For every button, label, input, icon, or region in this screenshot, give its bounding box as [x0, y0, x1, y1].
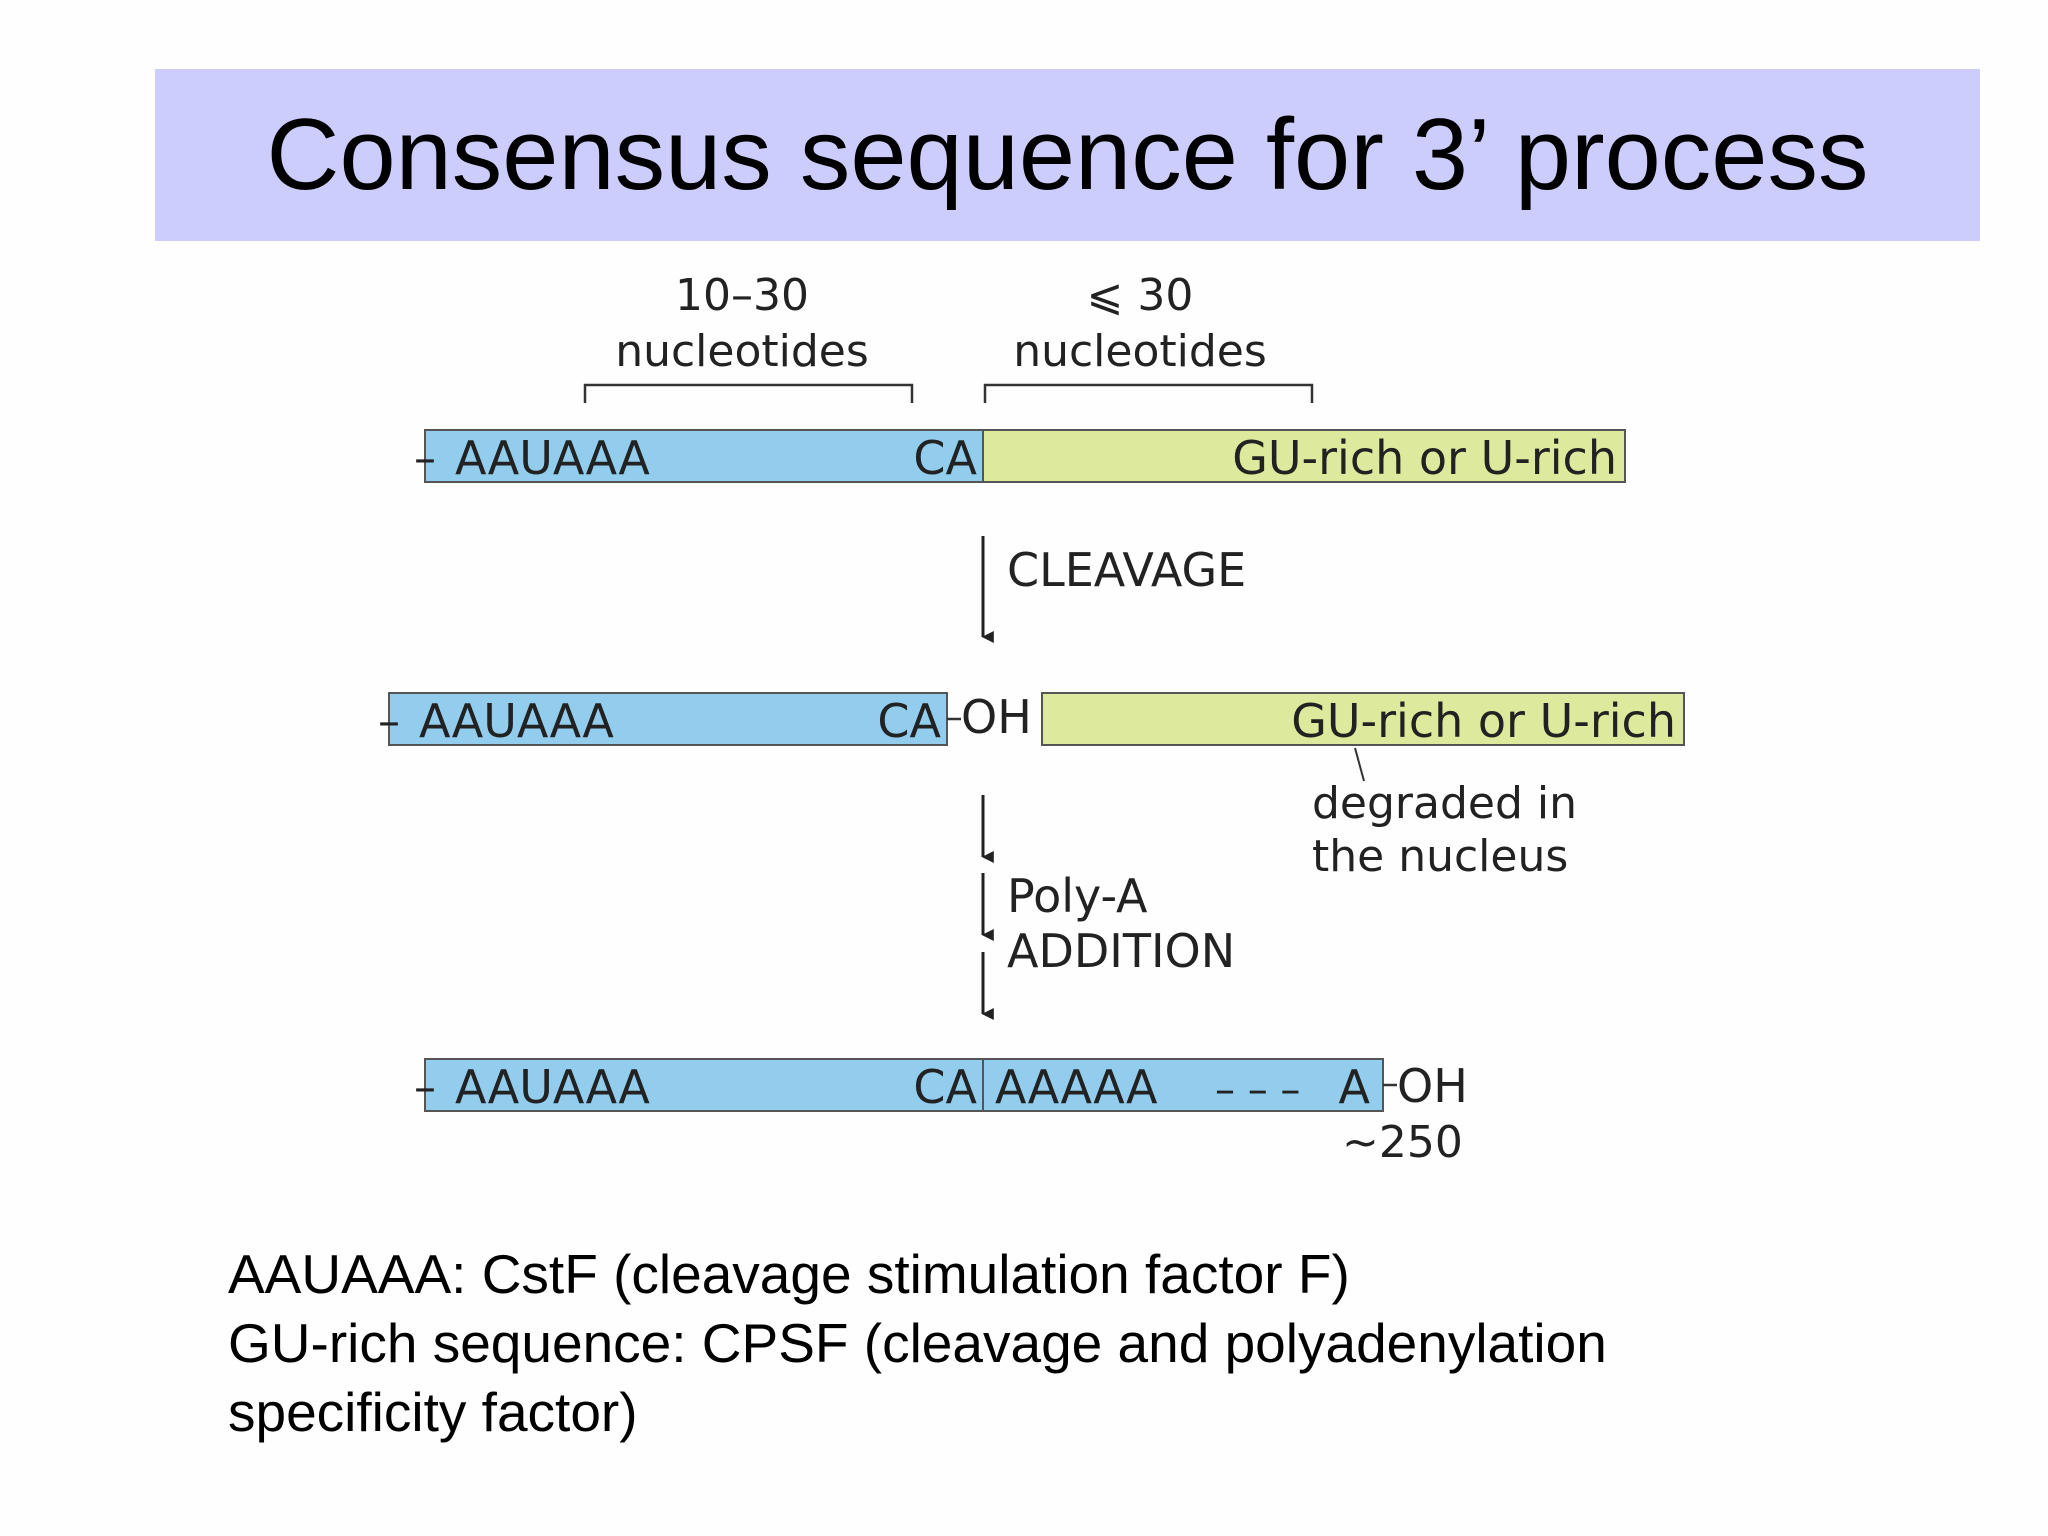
degraded-note-1: degraded in	[1312, 778, 1577, 829]
bracket-right	[983, 383, 1314, 403]
strand-3-motif: AAUAAA	[455, 1060, 650, 1114]
strand-1-site: CA	[913, 431, 977, 485]
bracket-left-label-1: 10–30	[675, 270, 809, 321]
strand-3-last-a: A	[1339, 1060, 1371, 1114]
bracket-left	[583, 383, 914, 403]
strand-1-downstream-label: GU-rich or U-rich	[1232, 431, 1617, 485]
caption-line-3: specificity factor)	[228, 1381, 638, 1443]
strand-3-site: CA	[913, 1060, 977, 1114]
polya-label-2: ADDITION	[1007, 924, 1235, 978]
strand-2-site: CA	[877, 694, 941, 748]
cleavage-label: CLEAVAGE	[1007, 543, 1246, 597]
polya-length-label: ~250	[1342, 1117, 1463, 1168]
strand-2-oh: OH	[961, 690, 1032, 744]
strand-1-motif: AAUAAA	[455, 431, 650, 485]
degraded-pointer	[1354, 747, 1365, 782]
title-bar: Consensus sequence for 3’ process	[155, 69, 1980, 241]
strand-1-tick: –	[414, 433, 436, 484]
bracket-left-label-2: nucleotides	[615, 326, 869, 377]
bracket-right-label-2: nucleotides	[1013, 326, 1267, 377]
strand-2-tick: –	[378, 696, 400, 747]
slide-title: Consensus sequence for 3’ process	[266, 98, 1869, 211]
strand-3-dashes: – – –	[1215, 1067, 1300, 1113]
strand-3-polya-segment	[982, 1058, 1384, 1112]
strand-1-downstream-segment	[982, 429, 1626, 483]
strand-2: – AAUAAA CA OH GU-rich or U-rich	[378, 690, 1685, 748]
strand-2-motif: AAUAAA	[419, 694, 614, 748]
strand-3-polya: AAAAA	[995, 1060, 1158, 1114]
caption-line-2: GU-rich sequence: CPSF (cleavage and pol…	[228, 1312, 1607, 1374]
strand-1: – AAUAAA CA GU-rich or U-rich	[414, 429, 1626, 485]
strand-3-upstream-segment	[424, 1058, 984, 1112]
caption-line-1: AAUAAA: CstF (cleavage stimulation facto…	[228, 1243, 1350, 1305]
strand-2-downstream-segment	[1041, 692, 1685, 746]
strand-2-downstream-label: GU-rich or U-rich	[1291, 694, 1676, 748]
bracket-right-label-1: ⩽ 30	[1087, 270, 1194, 321]
degraded-note-2: the nucleus	[1312, 831, 1568, 882]
polya-label-1: Poly-A	[1007, 869, 1148, 923]
caption-block: AAUAAA: CstF (cleavage stimulation facto…	[228, 1240, 1968, 1447]
strand-3-oh: OH	[1397, 1059, 1468, 1113]
strand-1-upstream-segment	[424, 429, 984, 483]
strand-3-tick: –	[414, 1062, 436, 1113]
strand-3: – AAUAAA CA AAAAA – – – A OH ~250	[414, 1058, 1468, 1168]
